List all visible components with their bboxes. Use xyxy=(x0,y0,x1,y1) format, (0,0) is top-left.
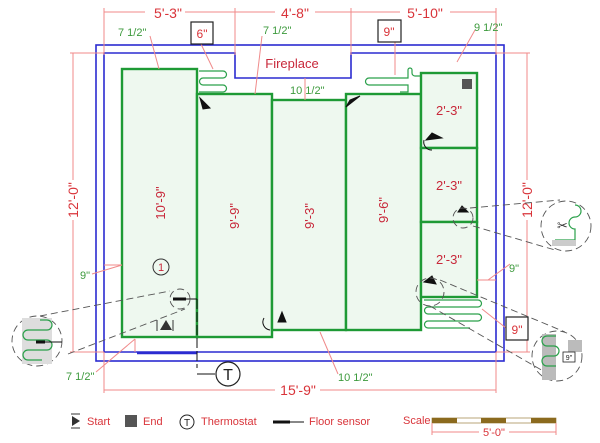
detail-turn-callout: 9" xyxy=(415,277,583,382)
floor-sensor-icon xyxy=(169,288,215,375)
detail-box-label: 9" xyxy=(566,355,573,362)
dimension-top-2: 4'-8" xyxy=(281,5,309,21)
dimension-bottom: 15'-9" xyxy=(280,382,316,398)
mat-6[interactable] xyxy=(419,146,479,224)
mat-1[interactable] xyxy=(120,67,199,339)
mat-4[interactable] xyxy=(344,92,423,332)
offset-label: 10 1/2" xyxy=(290,85,325,97)
legend-end: End xyxy=(143,416,163,428)
offset-label: 9" xyxy=(80,270,90,282)
legend: Start End T Thermostat Floor sensor xyxy=(71,413,370,430)
offset-box xyxy=(377,19,402,43)
offset-box xyxy=(505,316,529,341)
zone-number-icon xyxy=(152,258,170,276)
offset-box-label: 6" xyxy=(197,27,208,41)
heating-mats xyxy=(120,67,479,339)
dimension-top-3: 5'-10" xyxy=(407,5,443,21)
mat-3[interactable] xyxy=(270,98,348,332)
mat-length-4: 9'-6" xyxy=(376,197,391,223)
end-marker-icon xyxy=(462,79,472,89)
offset-label: 9 1/2" xyxy=(474,22,502,34)
scale-label: Scale xyxy=(403,415,431,427)
offset-label: 7 1/2" xyxy=(118,27,146,39)
mat-length-3: 9'-3" xyxy=(302,203,317,229)
scale-bar: Scale 5'-0" xyxy=(403,415,557,439)
dimension-left: 12'-0" xyxy=(65,182,81,218)
cable-loops xyxy=(198,67,483,329)
legend-floor-sensor: Floor sensor xyxy=(309,416,370,428)
start-icon xyxy=(72,416,80,426)
mat-length-6: 2'-3" xyxy=(436,178,462,193)
legend-start: Start xyxy=(87,416,110,428)
thermostat-icon[interactable] xyxy=(215,361,241,387)
offset-label: 7 1/2" xyxy=(263,25,291,37)
offset-leaders xyxy=(91,29,511,375)
fireplace-label: Fireplace xyxy=(265,56,318,71)
offset-box-label: 9" xyxy=(384,25,395,39)
end-icon xyxy=(125,415,137,427)
mat-7[interactable] xyxy=(419,220,479,299)
detail-sensor-callout xyxy=(11,290,186,367)
dimension-right: 12'-0" xyxy=(519,182,535,218)
offset-label: 10 1/2" xyxy=(338,372,373,384)
thermostat-symbol: T xyxy=(223,367,233,384)
scale-length: 5'-0" xyxy=(483,427,505,439)
mat-length-5: 2'-3" xyxy=(436,103,462,118)
offset-box-label: 9" xyxy=(512,323,523,337)
mat-length-1: 10'-9" xyxy=(153,186,168,220)
mat-2[interactable] xyxy=(195,92,274,339)
detail-cut-callout: ✂ xyxy=(452,199,592,252)
thermostat-legend-icon xyxy=(179,414,195,430)
offset-box xyxy=(190,21,214,45)
offset-label: 9" xyxy=(509,263,519,275)
mat-length-7: 2'-3" xyxy=(436,252,462,267)
zone-number: 1 xyxy=(158,262,164,274)
thermostat-legend-symbol: T xyxy=(184,418,190,429)
dimension-top-1: 5'-3" xyxy=(154,5,182,21)
mat-length-2: 9'-9" xyxy=(227,203,242,229)
legend-thermostat: Thermostat xyxy=(201,416,257,428)
offset-label: 7 1/2" xyxy=(66,371,94,383)
scissors-icon: ✂ xyxy=(557,218,568,233)
start-marker-icon xyxy=(156,320,174,331)
